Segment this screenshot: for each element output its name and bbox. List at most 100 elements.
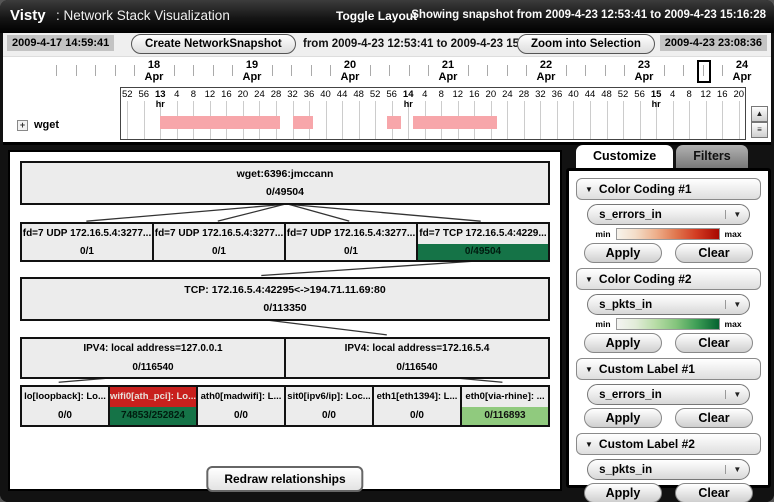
toggle-layout-button[interactable]: Toggle Layout xyxy=(336,9,418,23)
sidebar-section: ▼Custom Label #2 s_pkts_in▼ Apply Clear xyxy=(576,433,761,502)
section-header[interactable]: ▼Custom Label #2 xyxy=(576,433,761,455)
tab-filters[interactable]: Filters xyxy=(676,145,748,168)
date-tick xyxy=(526,65,528,76)
date-tick xyxy=(369,65,371,76)
hour-label: 44 xyxy=(584,89,596,100)
hour-label: 20 xyxy=(485,89,497,100)
section-header[interactable]: ▼Color Coding #1 xyxy=(576,178,761,200)
hour-label: 4 xyxy=(174,89,180,100)
hour-label: 40 xyxy=(568,89,579,100)
hour-gridline xyxy=(656,101,658,139)
clear-button[interactable]: Clear xyxy=(675,483,753,502)
dropdown-arrow-icon: ▼ xyxy=(724,465,749,474)
node-label: wifi0[ath_pci]: Lo... xyxy=(110,387,196,407)
tab-customize[interactable]: Customize xyxy=(576,145,674,168)
fd-node[interactable]: fd=7 UDP 172.16.5.4:3277...0/1 xyxy=(284,224,416,260)
snapshot-range-label: Showing snapshot from 2009-4-23 12:53:41… xyxy=(411,9,766,21)
activity-bar[interactable] xyxy=(413,116,497,129)
hour-gridline xyxy=(722,101,724,139)
hour-gridline xyxy=(143,101,145,139)
interface-node[interactable]: ath0[madwifi]: L...0/0 xyxy=(196,387,284,425)
max-label: max xyxy=(724,319,742,329)
section-header[interactable]: ▼Custom Label #1 xyxy=(576,358,761,380)
date-tick xyxy=(565,65,567,76)
collapse-arrow-icon: ▼ xyxy=(585,439,593,449)
date-tick xyxy=(271,65,273,76)
section-buttons: Apply Clear xyxy=(576,483,761,502)
apply-button[interactable]: Apply xyxy=(584,408,662,428)
tcp-node[interactable]: TCP: 172.16.5.4:42295<->194.71.11.69:80 … xyxy=(20,277,550,321)
selected-range-label: from 2009-4-23 12:53:41 to 2009-4-23 15:… xyxy=(303,38,553,50)
date-tick xyxy=(193,65,195,76)
date-month: Apr xyxy=(536,71,556,83)
process-row: + wget xyxy=(17,119,59,131)
min-label: min xyxy=(595,229,611,239)
attribute-dropdown[interactable]: s_errors_in▼ xyxy=(587,384,750,405)
date-day: 19 xyxy=(245,59,259,71)
hour-gridline xyxy=(738,101,740,139)
date-tick xyxy=(722,65,724,76)
interface-node[interactable]: lo[loopback]: Lo...0/0 xyxy=(22,387,108,425)
fd-node[interactable]: fd=7 UDP 172.16.5.4:3277...0/1 xyxy=(22,224,152,260)
apply-button[interactable]: Apply xyxy=(584,483,662,502)
attribute-dropdown[interactable]: s_errors_in▼ xyxy=(587,204,750,225)
process-node[interactable]: wget:6396:jmccann 0/49504 xyxy=(20,161,550,205)
hour-label: 13 xyxy=(154,89,166,100)
hour-label: 52 xyxy=(369,89,381,100)
activity-bar[interactable] xyxy=(387,116,402,129)
fd-node[interactable]: fd=7 UDP 172.16.5.4:3277...0/1 xyxy=(152,224,284,260)
interface-node[interactable]: sit0[ipv6/ip]: Loc...0/0 xyxy=(284,387,372,425)
min-label: min xyxy=(595,319,611,329)
hour-gridline xyxy=(358,101,360,139)
clear-button[interactable]: Clear xyxy=(675,333,753,353)
fd-node[interactable]: fd=7 TCP 172.16.5.4:4229...0/49504 xyxy=(416,224,548,260)
clear-button[interactable]: Clear xyxy=(675,408,753,428)
interface-node[interactable]: eth1[eth1394]: L...0/0 xyxy=(372,387,460,425)
node-label: wget:6396:jmccann xyxy=(236,168,334,180)
attribute-dropdown[interactable]: s_pkts_in▼ xyxy=(587,294,750,315)
scroll-up-icon[interactable]: ▲ xyxy=(751,106,768,122)
attribute-dropdown[interactable]: s_pkts_in▼ xyxy=(587,459,750,480)
hour-gridline xyxy=(325,101,327,139)
create-snapshot-button[interactable]: Create NetworkSnapshot xyxy=(131,34,296,54)
node-value: 0/1 xyxy=(154,244,284,260)
dropdown-value: s_errors_in xyxy=(599,208,662,221)
date-tick xyxy=(114,65,116,76)
date-month: Apr xyxy=(634,71,654,83)
apply-button[interactable]: Apply xyxy=(584,333,662,353)
clear-button[interactable]: Clear xyxy=(675,243,753,263)
hour-gridline xyxy=(573,101,575,139)
interface-node[interactable]: wifi0[ath_pci]: Lo...74853/252824 xyxy=(108,387,196,425)
date-tick xyxy=(585,65,587,76)
node-value: 0/49504 xyxy=(266,186,304,198)
node-value: 0/116893 xyxy=(462,407,548,425)
zoom-into-selection-button[interactable]: Zoom into Selection xyxy=(517,34,655,54)
hour-gridline xyxy=(342,101,344,139)
section-header[interactable]: ▼Color Coding #2 xyxy=(576,268,761,290)
gradient-row: min max xyxy=(576,318,761,330)
interface-node[interactable]: eth0[via-rhine]: ...0/116893 xyxy=(460,387,548,425)
dropdown-value: s_pkts_in xyxy=(599,298,653,311)
expand-icon[interactable]: + xyxy=(17,119,28,131)
redraw-relationships-button[interactable]: Redraw relationships xyxy=(206,466,364,492)
activity-bar[interactable] xyxy=(293,116,314,129)
hour-label: 52 xyxy=(617,89,629,100)
node-value: 0/0 xyxy=(286,407,372,425)
apply-button[interactable]: Apply xyxy=(584,243,662,263)
timeline-selection[interactable] xyxy=(697,60,711,83)
activity-bar[interactable] xyxy=(159,116,281,129)
hour-unit-label: hr xyxy=(651,99,661,109)
hour-gridline xyxy=(672,101,674,139)
node-label: eth1[eth1394]: L... xyxy=(374,387,460,407)
scroll-thumb-icon[interactable]: ≡ xyxy=(751,122,768,138)
date-tick xyxy=(663,65,665,76)
